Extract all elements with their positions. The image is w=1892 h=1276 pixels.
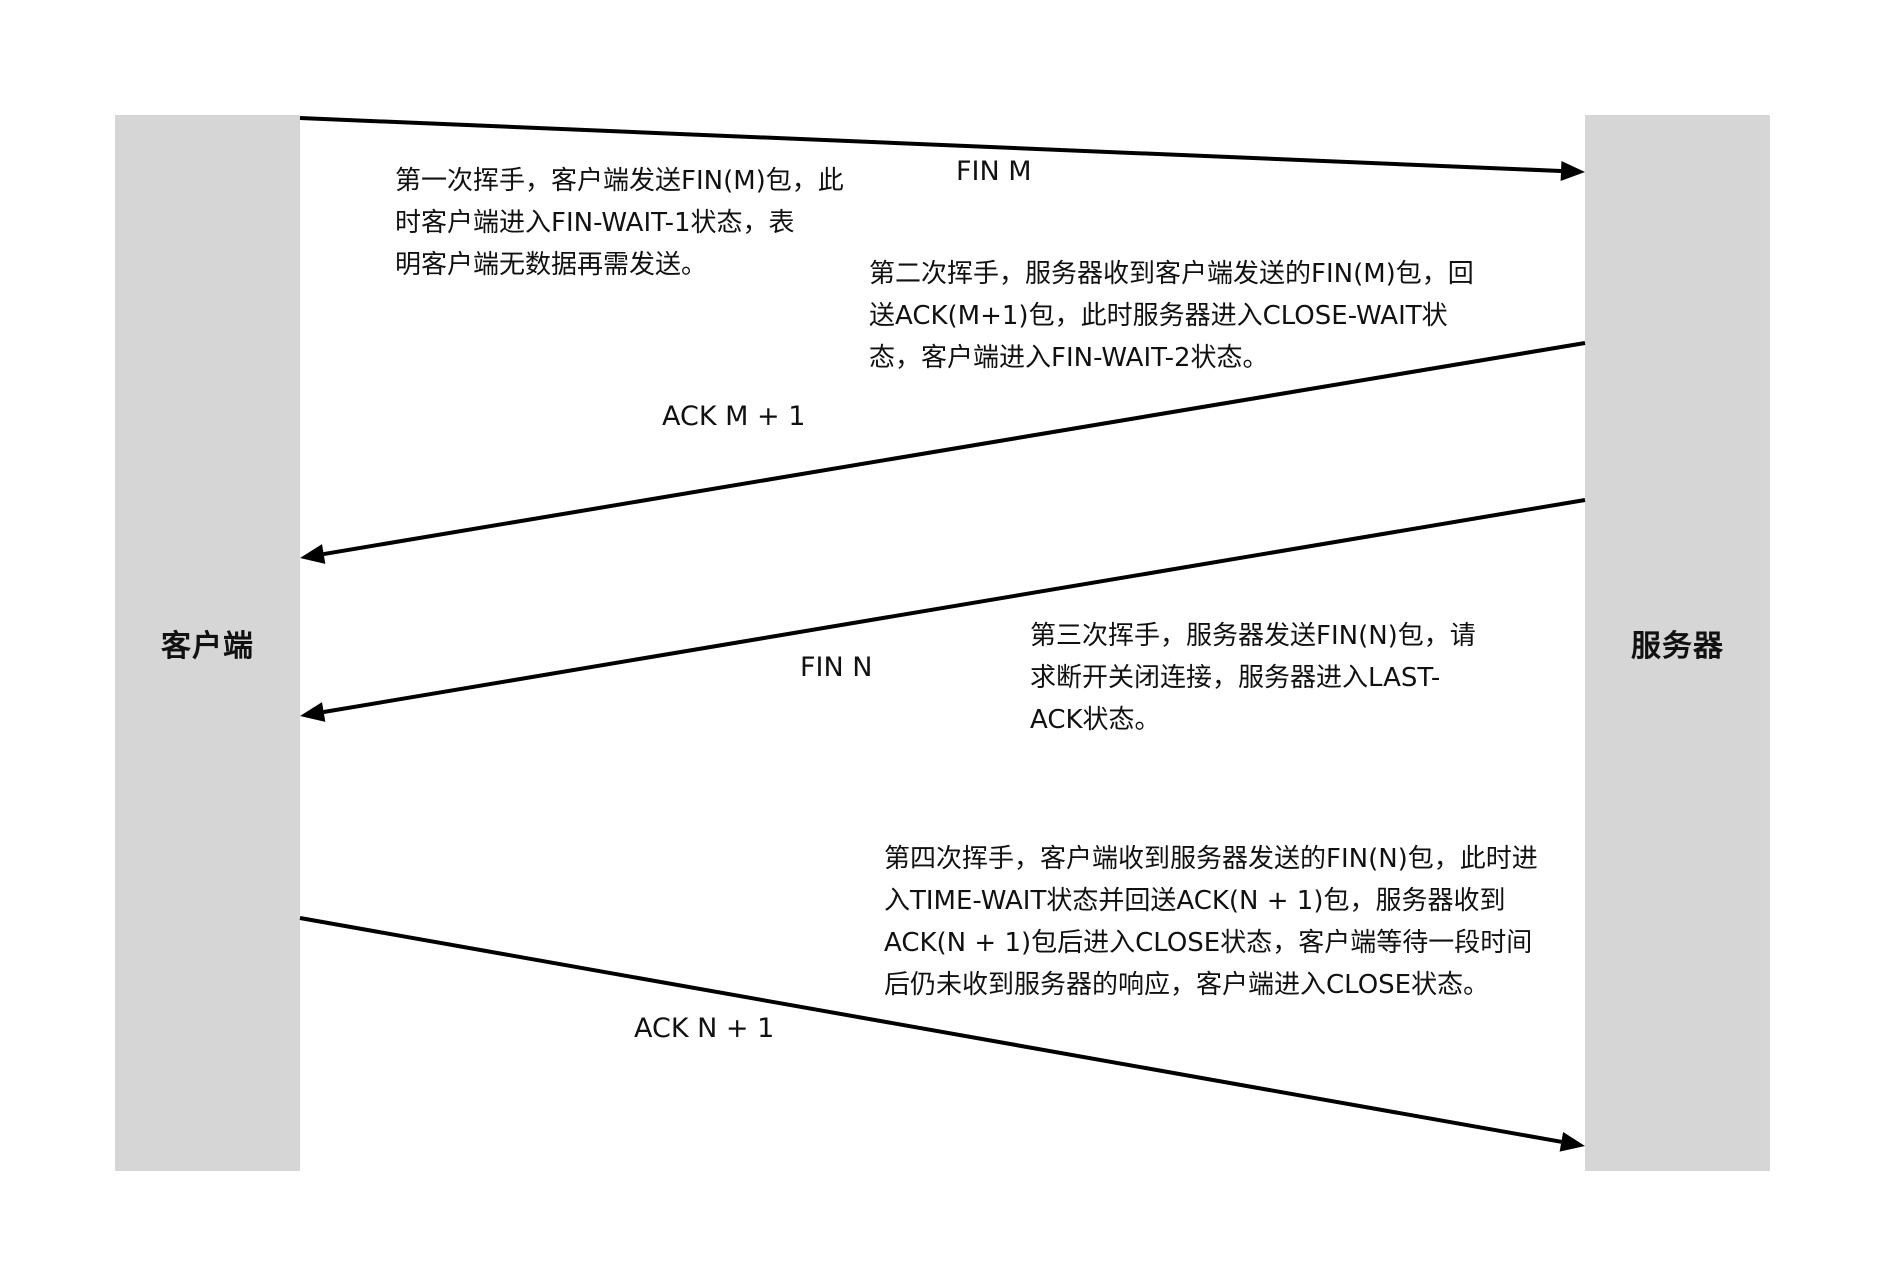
arrow-ack-m1 bbox=[300, 341, 1586, 564]
arrow-fin-m bbox=[299, 116, 1585, 181]
arrow-fin-n-line bbox=[323, 498, 1586, 714]
arrow-ack-n1-head bbox=[1559, 1131, 1585, 1152]
note-first-wave: 第一次挥手，客户端发送FIN(M)包，此 时客户端进入FIN-WAIT-1状态，… bbox=[395, 166, 844, 280]
arrow-ack-m1-head bbox=[300, 544, 326, 564]
note-second-wave: 第二次挥手，服务器收到客户端发送的FIN(M)包，回 送ACK(M+1)包，此时… bbox=[869, 259, 1474, 373]
note-third-wave: 第三次挥手，服务器发送FIN(N)包，请 求断开关闭连接，服务器进入LAST- … bbox=[1030, 621, 1476, 735]
message-label-ack-m1: ACK M + 1 bbox=[662, 401, 806, 432]
arrow-ack-n1 bbox=[299, 916, 1585, 1152]
message-label-ack-n1: ACK N + 1 bbox=[634, 1013, 775, 1044]
client-lane: 客户端 bbox=[115, 115, 300, 1171]
arrow-fin-n bbox=[300, 498, 1586, 722]
arrow-fin-n-head bbox=[300, 702, 326, 722]
message-label-fin-n: FIN N bbox=[800, 652, 873, 683]
client-lane-label: 客户端 bbox=[161, 629, 254, 664]
server-lane: 服务器 bbox=[1585, 115, 1770, 1171]
note-fourth-wave: 第四次挥手，客户端收到服务器发送的FIN(N)包，此时进 入TIME-WAIT状… bbox=[884, 844, 1538, 1000]
arrow-fin-m-head bbox=[1560, 161, 1585, 181]
arrow-fin-m-line bbox=[299, 116, 1562, 173]
message-label-fin-m: FIN M bbox=[956, 156, 1032, 187]
arrow-ack-n1-line bbox=[299, 916, 1562, 1144]
server-lane-label: 服务器 bbox=[1631, 629, 1724, 664]
arrow-ack-m1-line bbox=[323, 341, 1586, 557]
